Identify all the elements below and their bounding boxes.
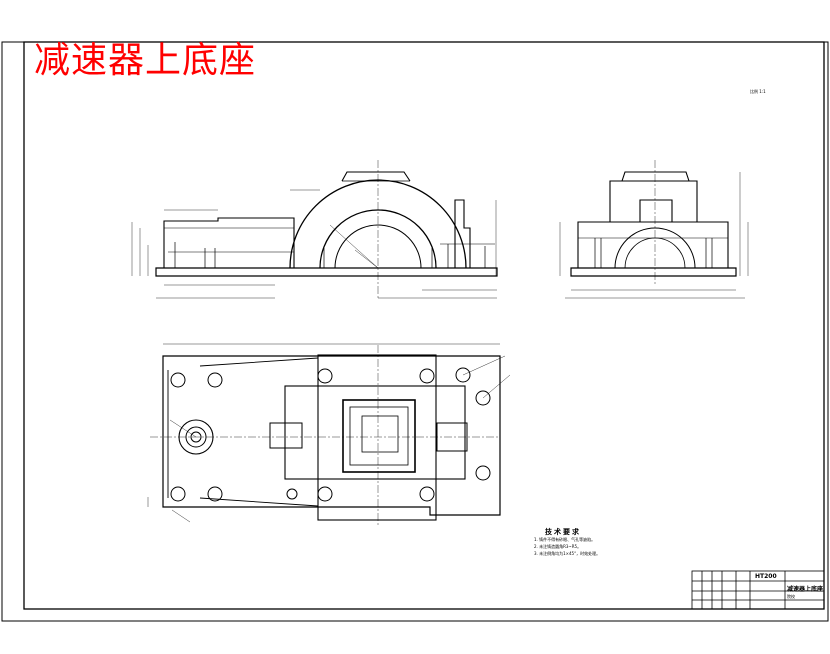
tech-requirements-title: 技术要求	[545, 528, 581, 536]
tech-requirement-item: 3. 未注倒角均为1×45°，时效处理。	[534, 551, 601, 556]
part-name: 减速器上底座	[787, 586, 824, 593]
title-block	[691, 570, 825, 610]
tech-requirement-item: 2. 未注铸造圆角R3~R5。	[534, 544, 582, 549]
outer-border	[1, 41, 829, 622]
side-view	[559, 160, 749, 299]
drawing-code: HT200	[755, 573, 777, 580]
inner-frame	[23, 41, 825, 610]
top-view	[147, 343, 511, 525]
school-name: 院校	[787, 594, 795, 599]
tech-requirement-item: 1. 铸件不得有砂眼、气孔等缺陷。	[534, 537, 596, 542]
drawing-title: 减速器上底座	[34, 40, 257, 81]
front-view	[131, 160, 498, 300]
scale-note: 比例 1:1	[750, 89, 766, 94]
